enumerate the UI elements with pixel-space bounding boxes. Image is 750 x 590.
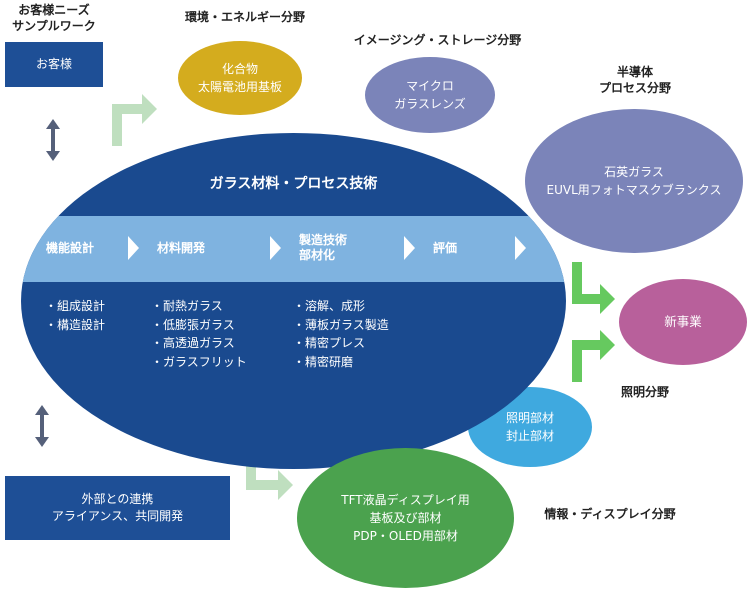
bubble-compound: 化合物 太陽電池用基板	[178, 41, 302, 115]
list-item: ・精密プレス	[293, 336, 366, 350]
bent-arrow-to-compound	[112, 94, 157, 146]
bent-arrow-to-display	[246, 448, 293, 500]
quartz-line-2: EUVL用フォトマスクブランクス	[546, 183, 722, 197]
list-item: ・精密研磨	[293, 354, 354, 369]
customer-box-label: お客様	[35, 57, 72, 71]
new-business-label: 新事業	[664, 314, 702, 329]
customer-needs-label: お客様ニーズ サンプルワーク	[4, 2, 104, 34]
list-manufacturing: ・溶解、成形 ・薄板ガラス製造 ・精密プレス ・精密研磨	[293, 297, 389, 371]
list-item: ・溶解、成形	[293, 299, 366, 313]
step-manufacturing: 製造技術 部材化	[299, 233, 347, 263]
list-item: ・薄板ガラス製造	[293, 317, 389, 332]
core-title: ガラス材料・プロセス技術	[209, 176, 378, 192]
lighting-parts-line-1: 照明部材	[505, 411, 554, 425]
semiconductor-line-2: プロセス分野	[598, 81, 671, 95]
customer-box: お客様	[5, 42, 103, 87]
field-label-environment: 環境・エネルギー分野	[184, 10, 305, 24]
lighting-parts-line-2: 封止部材	[505, 429, 554, 443]
list-item: ・耐熱ガラス	[151, 299, 223, 313]
external-box-line-2: アライアンス、共同開発	[51, 509, 184, 523]
field-label-display: 情報・ディスプレイ分野	[544, 507, 676, 521]
bubble-micro-lens: マイクロ ガラスレンズ	[365, 57, 495, 133]
compound-line-2: 太陽電池用基板	[197, 80, 282, 94]
chevron-2-icon	[270, 236, 281, 260]
bubble-new-business: 新事業	[619, 279, 747, 365]
step-evaluation-label: 評価	[433, 241, 458, 255]
list-item: ・ガラスフリット	[151, 354, 247, 369]
step-manufacturing-line-1: 製造技術	[299, 233, 348, 247]
bent-arrow-to-new-business-upper	[572, 262, 615, 314]
field-label-imaging: イメージング・ストレージ分野	[353, 33, 522, 47]
chevron-1-icon	[128, 236, 139, 260]
step-manufacturing-line-2: 部材化	[299, 248, 336, 262]
display-parts-line-3: PDP・OLED用部材	[353, 529, 458, 543]
step-evaluation: 評価	[433, 241, 457, 256]
bubble-display-parts: TFT液晶ディスプレイ用 基板及び部材 PDP・OLED用部材	[297, 448, 514, 588]
field-label-semiconductor: 半導体 プロセス分野	[575, 64, 695, 96]
list-function-design: ・組成設計 ・構造設計	[45, 297, 105, 334]
double-arrow-top	[46, 119, 60, 161]
display-parts-line-1: TFT液晶ディスプレイ用	[341, 493, 470, 507]
semiconductor-line-1: 半導体	[616, 65, 653, 79]
list-item: ・構造設計	[45, 317, 106, 332]
step-function-design: 機能設計	[46, 241, 94, 256]
external-box: 外部との連携 アライアンス、共同開発	[5, 476, 230, 540]
list-material-development: ・耐熱ガラス ・低膨張ガラス ・高透過ガラス ・ガラスフリット	[151, 297, 247, 371]
bent-arrow-to-new-business-lower	[572, 330, 615, 382]
field-label-lighting: 照明分野	[620, 385, 669, 399]
customer-needs-line-2: サンプルワーク	[12, 19, 96, 33]
micro-lens-line-2: ガラスレンズ	[394, 97, 466, 111]
list-item: ・組成設計	[45, 299, 106, 313]
process-band	[21, 216, 566, 282]
compound-line-1: 化合物	[221, 62, 258, 76]
bubble-quartz: 石英ガラス EUVL用フォトマスクブランクス	[525, 109, 743, 253]
list-item: ・低膨張ガラス	[151, 317, 235, 332]
chevron-4-icon	[515, 236, 526, 260]
micro-lens-line-1: マイクロ	[406, 79, 454, 93]
customer-needs-line-1: お客様ニーズ	[18, 3, 90, 17]
quartz-line-1: 石英ガラス	[604, 165, 664, 179]
step-material-development: 材料開発	[157, 241, 205, 256]
step-chevrons	[128, 236, 526, 260]
external-box-line-1: 外部との連携	[81, 492, 154, 506]
display-parts-line-2: 基板及び部材	[369, 511, 442, 525]
list-item: ・高透過ガラス	[151, 336, 235, 350]
core-ellipse: ガラス材料・プロセス技術 機能設計 材料開発 製造技術 部材化 評価 ・組成設計…	[21, 133, 566, 469]
step-function-design-label: 機能設計	[46, 241, 95, 255]
step-material-development-label: 材料開発	[157, 241, 206, 255]
double-arrow-bottom	[35, 405, 49, 447]
chevron-3-icon	[404, 236, 415, 260]
